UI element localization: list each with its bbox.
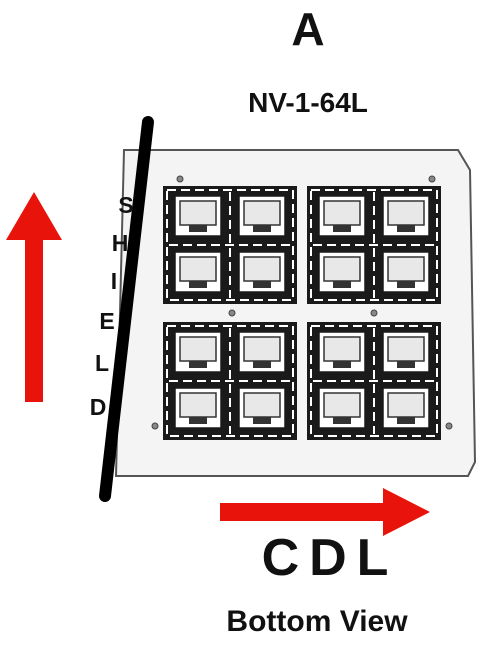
shield-letter: I bbox=[110, 268, 118, 294]
jack bbox=[238, 195, 286, 237]
view-label: Bottom View bbox=[226, 605, 408, 638]
connector-block bbox=[163, 322, 297, 440]
jack bbox=[318, 251, 366, 293]
shield-bar bbox=[99, 116, 154, 502]
connector-block bbox=[163, 186, 297, 304]
arrow-up-icon bbox=[6, 192, 62, 402]
shield-letter: L bbox=[94, 350, 110, 376]
jack bbox=[382, 195, 430, 237]
shield-letter: S bbox=[118, 192, 134, 218]
jack bbox=[174, 387, 222, 429]
jack bbox=[238, 331, 286, 373]
jack bbox=[174, 331, 222, 373]
jack bbox=[318, 195, 366, 237]
jack bbox=[174, 195, 222, 237]
shield-letter: H bbox=[111, 230, 129, 256]
connector-block bbox=[307, 322, 441, 440]
jack bbox=[174, 251, 222, 293]
connector-blocks bbox=[163, 186, 441, 440]
jack bbox=[318, 331, 366, 373]
jack bbox=[382, 251, 430, 293]
jack bbox=[382, 387, 430, 429]
cdl-label: CDL bbox=[261, 529, 399, 587]
shield-letter: E bbox=[99, 308, 115, 334]
jack bbox=[238, 251, 286, 293]
connector-block bbox=[307, 186, 441, 304]
jack bbox=[318, 387, 366, 429]
jack bbox=[238, 387, 286, 429]
mounting-holes bbox=[151, 175, 453, 430]
jack bbox=[382, 331, 430, 373]
panel-letter: A bbox=[291, 3, 325, 55]
model-label: NV-1-64L bbox=[248, 87, 368, 118]
arrow-right-icon bbox=[220, 488, 430, 536]
shield-letter: D bbox=[89, 394, 107, 420]
